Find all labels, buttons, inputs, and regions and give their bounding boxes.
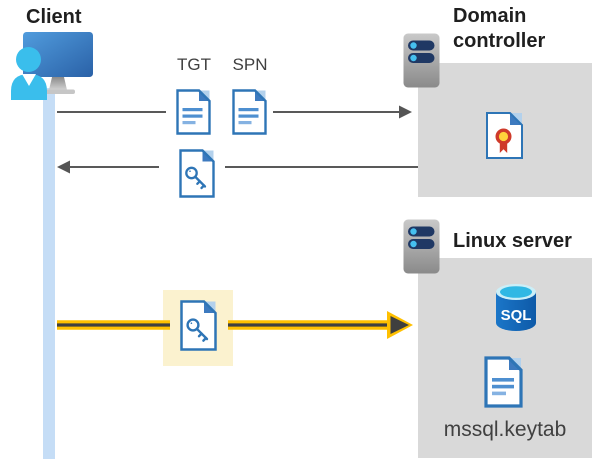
person-icon (11, 47, 47, 100)
monitor-icon (23, 32, 93, 94)
spn-document-icon (232, 89, 267, 135)
certificate-document-icon (486, 112, 523, 159)
sql-database-icon: SQL (496, 284, 536, 331)
domain-controller-server-icon (403, 33, 440, 88)
service-ticket-key-document-icon (179, 149, 215, 198)
client-timeline (43, 88, 55, 459)
highlighted-ticket-key-document-icon (180, 300, 217, 351)
keytab-file-label: mssql.keytab (443, 418, 567, 441)
keytab-document-icon (484, 356, 523, 408)
tgt-label: TGT (177, 55, 211, 74)
domain-controller-label: Domain controller (453, 5, 546, 52)
spn-label: SPN (232, 55, 268, 74)
tgt-document-icon (176, 89, 211, 135)
client-label: Client (26, 6, 82, 28)
linux-server-label: Linux server (453, 230, 572, 252)
ticket-arrow (57, 311, 413, 339)
linux-server-icon (403, 219, 440, 274)
request-arrow (57, 105, 412, 119)
response-arrow (57, 160, 418, 174)
client-icon (11, 32, 93, 100)
sql-icon-label: SQL (501, 307, 532, 324)
key-icon (185, 166, 207, 190)
key-icon (186, 318, 209, 342)
